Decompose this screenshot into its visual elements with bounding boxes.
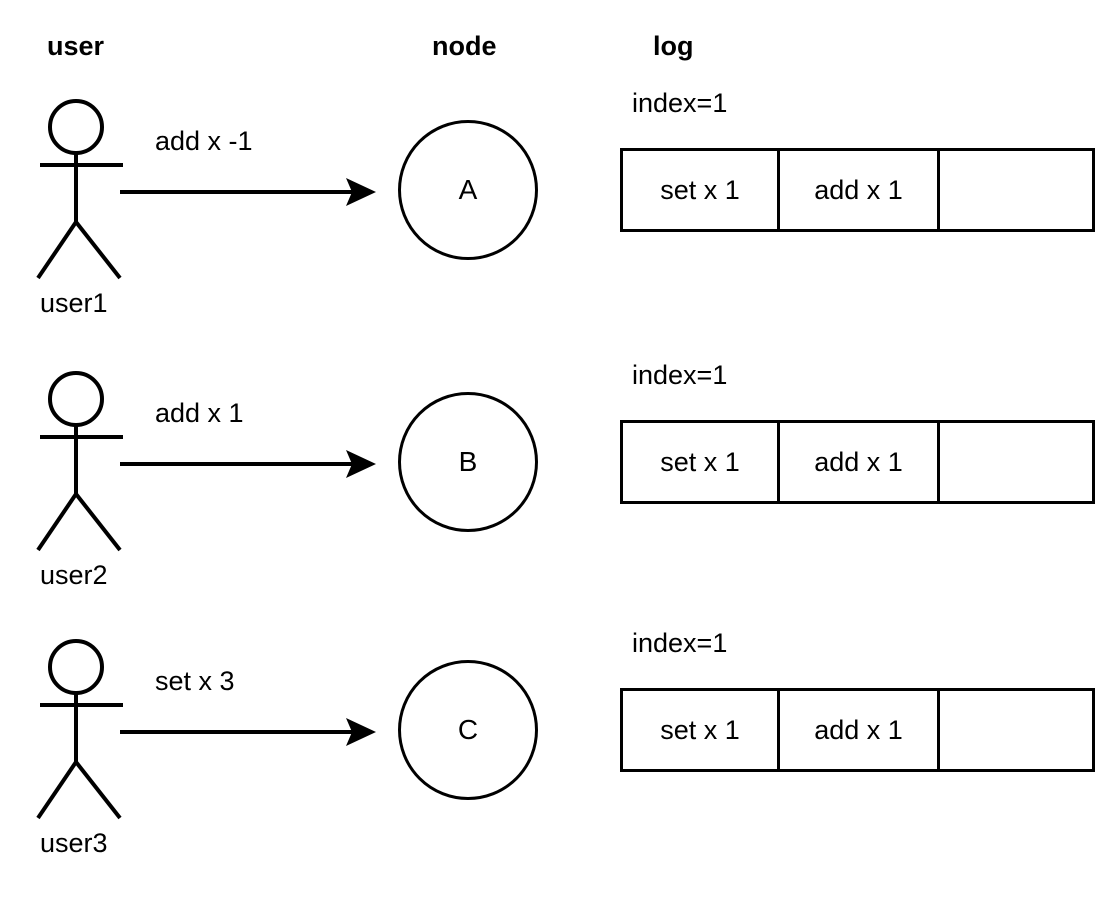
log-table: set x 1 add x 1	[620, 148, 1095, 232]
column-header-node: node	[432, 31, 497, 61]
node-circle-outline	[398, 120, 538, 260]
log-cell: add x 1	[780, 691, 940, 769]
log-cell-empty	[940, 151, 1092, 229]
node-label: A	[458, 174, 478, 205]
stick-figure-icon	[20, 95, 160, 285]
node-circle-outline	[398, 660, 538, 800]
node-circle: B	[398, 392, 542, 536]
node-circle: C	[398, 660, 542, 804]
log-table: set x 1 add x 1	[620, 688, 1095, 772]
arrow-right-icon	[118, 712, 380, 752]
log-cell-empty	[940, 423, 1092, 501]
edge-label: add x 1	[155, 398, 244, 428]
log-cell-empty	[940, 691, 1092, 769]
log-index-label: index=1	[632, 628, 728, 658]
edge-label: add x -1	[155, 126, 253, 156]
log-cell: add x 1	[780, 151, 940, 229]
node-circle-outline	[398, 392, 538, 532]
column-header-user: user	[47, 31, 105, 61]
log-index-label: index=1	[632, 360, 728, 390]
log-cell: set x 1	[623, 151, 780, 229]
user-label: user2	[40, 560, 108, 590]
user-label: user1	[40, 288, 108, 318]
node-label: B	[458, 446, 478, 477]
log-cell: set x 1	[623, 423, 780, 501]
user-label: user3	[40, 828, 108, 858]
log-cell: add x 1	[780, 423, 940, 501]
column-header-log: log	[653, 31, 694, 61]
node-label: C	[457, 714, 479, 745]
log-cell: set x 1	[623, 691, 780, 769]
log-table: set x 1 add x 1	[620, 420, 1095, 504]
arrow-right-icon	[118, 444, 380, 484]
stick-figure-icon	[20, 367, 160, 557]
arrow-right-icon	[118, 172, 380, 212]
node-circle: A	[398, 120, 542, 264]
log-index-label: index=1	[632, 88, 728, 118]
edge-label: set x 3	[155, 666, 235, 696]
stick-figure-icon	[20, 635, 160, 825]
